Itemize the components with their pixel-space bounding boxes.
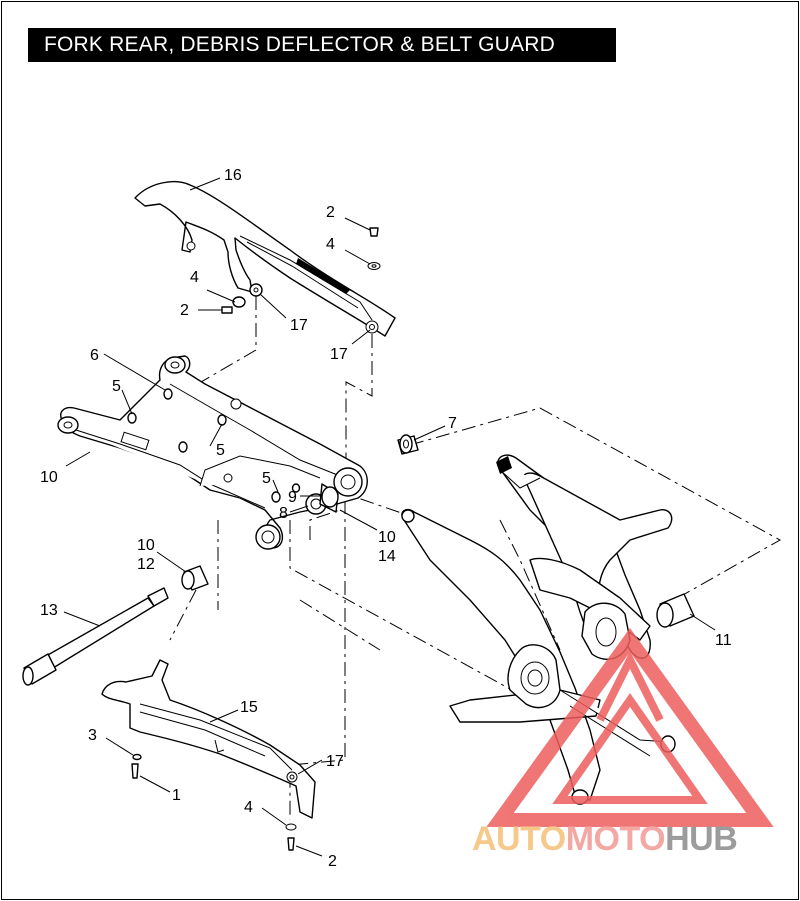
callout-10: 10 [40, 469, 58, 486]
frame-rear-section [401, 454, 676, 805]
callout-5: 5 [262, 470, 271, 487]
callout-3: 3 [88, 727, 97, 744]
callout-12: 12 [137, 556, 155, 573]
callout-9: 9 [288, 489, 297, 506]
callout-15: 15 [240, 699, 258, 716]
fastener-group-upper-left [221, 283, 263, 314]
axle-bushing [181, 565, 209, 591]
callout-4: 4 [244, 799, 253, 816]
callout-13: 13 [40, 602, 58, 619]
callout-2: 2 [180, 302, 189, 319]
pivot-cap [397, 434, 419, 455]
callout-17: 17 [326, 753, 344, 770]
callout-8: 8 [279, 505, 288, 522]
callout-4: 4 [190, 269, 199, 286]
callout-5: 5 [112, 378, 121, 395]
diagram-title: FORK REAR, DEBRIS DEFLECTOR & BELT GUARD [28, 28, 616, 62]
swingarm-studs [127, 388, 301, 503]
callout-17: 17 [330, 346, 348, 363]
callout-17: 17 [290, 317, 308, 334]
callout-1: 1 [172, 787, 181, 804]
callout-5: 5 [216, 442, 225, 459]
callout-11: 11 [715, 632, 732, 649]
swingarm [57, 355, 368, 550]
callout-14: 14 [378, 548, 396, 565]
callout-6: 6 [90, 347, 99, 364]
fastener-group-lower [131, 753, 297, 851]
callout-2: 2 [328, 853, 337, 870]
fastener-group-top-right [367, 227, 381, 270]
debris-deflector [101, 659, 316, 819]
pivot-shaft [22, 587, 169, 686]
frame-spacer [656, 593, 695, 628]
callout-10: 10 [378, 529, 396, 546]
leader-lines [63, 177, 716, 857]
callout-16: 16 [224, 167, 242, 184]
callout-4: 4 [326, 236, 335, 253]
callout-7: 7 [448, 415, 457, 432]
belt-guard-upper [134, 181, 396, 337]
pivot-bushings [305, 483, 339, 515]
callout-2: 2 [326, 204, 335, 221]
callout-10: 10 [137, 537, 155, 554]
